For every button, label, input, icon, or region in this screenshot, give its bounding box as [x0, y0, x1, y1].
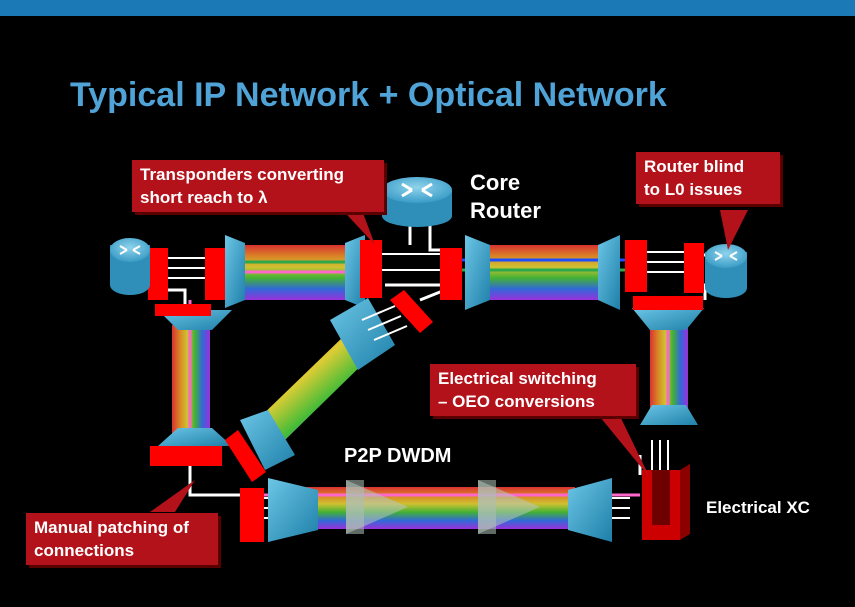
label-line: Router: [470, 198, 541, 223]
callout-electrical-switching: Electrical switching – OEO conversions: [430, 364, 636, 416]
callout-line: – OEO conversions: [438, 392, 595, 411]
callout-line: connections: [34, 541, 135, 560]
transponder-diagonal-lower: [225, 430, 266, 482]
transponder-right-a: [625, 240, 647, 292]
mux-top-mid-right: [465, 235, 490, 310]
callout-line: Manual patching of: [34, 518, 189, 537]
callout-transponders: Transponders converting short reach to λ: [132, 160, 384, 212]
callout-line: short reach to λ: [140, 188, 268, 207]
callout-line: Transponders converting: [140, 165, 345, 184]
mux-left-lower: [158, 428, 232, 446]
transponder-left-mux: [155, 304, 211, 316]
transponder-diagonal-upper: [390, 290, 433, 333]
transponder-ports: [168, 251, 684, 279]
core-router-label: Core Router: [470, 169, 541, 225]
mux-right-lower: [640, 405, 698, 425]
callout-manual-patching: Manual patching of connections: [26, 513, 218, 565]
electrical-xc: [642, 440, 690, 540]
transponder-left-b: [205, 248, 225, 300]
fiber-span-top-left: [225, 245, 365, 300]
slide-title: Typical IP Network + Optical Network: [70, 76, 667, 114]
transponder-core-a: [360, 240, 382, 298]
label-line: Core: [470, 170, 521, 195]
p2p-dwdm-label: P2P DWDM: [344, 445, 452, 467]
mux-diagonal-lower: [240, 410, 295, 470]
transponder-left-a: [148, 248, 168, 300]
callout-line: to L0 issues: [644, 180, 743, 199]
edge-router-left-icon: [110, 238, 150, 295]
callout-line: Electrical switching: [438, 369, 597, 388]
amplifier-right: [478, 480, 540, 534]
transponder-left-lower: [150, 446, 222, 466]
mux-diagonal-upper: [330, 298, 408, 370]
mux-top-right: [598, 235, 620, 310]
callout-line: Router blind: [644, 157, 745, 176]
edge-router-right-icon: [705, 244, 747, 298]
transponder-core-b: [440, 248, 462, 300]
fiber-span-diagonal: [255, 335, 375, 440]
fiber-span-left: [172, 300, 210, 450]
mux-bottom-right: [568, 478, 630, 542]
mux-top-left-a: [225, 235, 245, 308]
core-router-icon: [382, 177, 452, 227]
header-bar: [0, 0, 855, 16]
mux-right-upper: [632, 308, 704, 330]
transponder-right-mux: [633, 296, 703, 310]
electrical-xc-label: Electrical XC: [706, 498, 810, 517]
callout-pointers: [150, 205, 748, 512]
transponder-right-b: [684, 243, 704, 293]
amplifier-left: [346, 480, 408, 534]
callout-router-blind: Router blind to L0 issues: [636, 152, 780, 204]
transponder-bottom-left: [240, 488, 264, 542]
transponders: [148, 240, 704, 542]
